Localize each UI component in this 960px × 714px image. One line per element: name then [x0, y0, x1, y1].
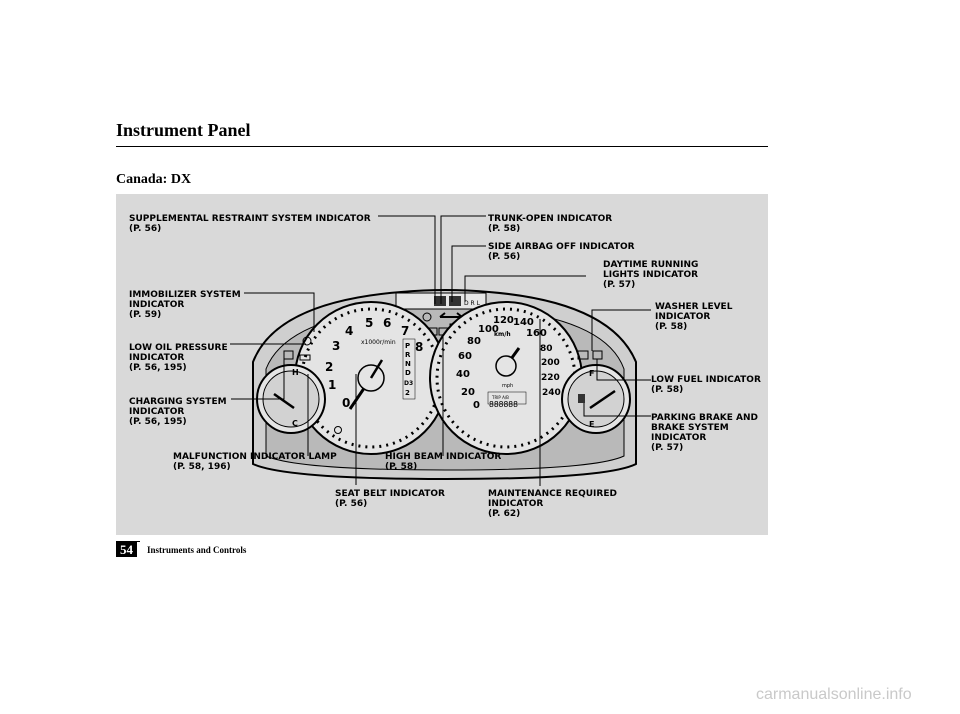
temp-cold-label: C	[292, 419, 298, 428]
label-parking-brake-indicator: PARKING BRAKE AND BRAKE SYSTEM INDICATOR…	[651, 413, 759, 453]
tach-unit: x1000r/min	[361, 339, 396, 346]
odometer-window	[487, 391, 527, 405]
leader-drl	[464, 275, 586, 302]
oil-pressure-icon	[299, 354, 311, 361]
kmh-220: 220	[541, 373, 560, 383]
page-number: 54	[116, 542, 137, 557]
label-daytime-running-lights-indicator: DAYTIME RUNNING LIGHTS INDICATOR (P. 57)	[603, 260, 699, 290]
leader-lines	[230, 215, 651, 486]
gear-indicator-strip	[402, 338, 416, 400]
tach-number-8: 8	[415, 340, 423, 354]
gear-d: D	[405, 369, 411, 377]
fuel-gauge-face	[567, 370, 625, 428]
leader-trunk-open	[440, 215, 486, 304]
kmh-200: 200	[541, 358, 560, 368]
odometer-digits: 888888	[489, 400, 518, 409]
watermark: carmanualsonline.info	[756, 686, 912, 703]
mil-engine-icon	[334, 426, 342, 434]
instrument-panel-figure: D R L 0 1 2 3 4 5 6 7 8 x1000r/min P R N…	[116, 194, 768, 535]
leader-immobilizer	[244, 292, 315, 332]
tach-number-1: 1	[328, 378, 336, 392]
leader-parking-brake	[583, 403, 651, 417]
label-charging-system-indicator: CHARGING SYSTEM INDICATOR (P. 56, 195)	[129, 397, 227, 427]
page-title: Instrument Panel	[116, 120, 251, 140]
kmh-80: 80	[540, 344, 553, 354]
mph-unit: mph	[502, 383, 513, 389]
page-number-rule	[116, 541, 140, 542]
turn-left-icon	[422, 312, 432, 322]
leader-side-airbag	[451, 245, 486, 302]
leader-charging	[231, 359, 285, 400]
srs-icon	[434, 296, 446, 306]
gear-2: 2	[405, 389, 410, 397]
washer-icon	[577, 350, 589, 360]
tach-number-0: 0	[342, 396, 350, 410]
trunk-open-icon	[449, 296, 461, 306]
mph-120: 120	[493, 315, 514, 326]
leader-washer	[591, 309, 651, 351]
tach-number-3: 3	[332, 339, 340, 353]
gear-p: P	[405, 342, 410, 350]
label-low-fuel-indicator: LOW FUEL INDICATOR (P. 58)	[651, 375, 761, 395]
tach-number-6: 6	[383, 316, 391, 330]
label-seat-belt-indicator: SEAT BELT INDICATOR (P. 56)	[335, 489, 445, 509]
mph-40: 40	[456, 369, 470, 380]
tach-number-7: 7	[401, 324, 409, 338]
footer-section-title: Instruments and Controls	[147, 545, 247, 555]
label-washer-level-indicator: WASHER LEVEL INDICATOR (P. 58)	[655, 302, 733, 332]
section-title: Canada: DX	[116, 172, 192, 187]
mph-60: 60	[458, 351, 472, 362]
label-high-beam-indicator: HIGH BEAM INDICATOR (P. 58)	[385, 452, 502, 472]
tach-number-5: 5	[365, 316, 373, 330]
title-rule	[116, 146, 768, 147]
tach-number-4: 4	[345, 324, 353, 338]
temp-needle	[273, 392, 295, 410]
leader-low-fuel	[596, 359, 651, 381]
label-immobilizer-indicator: IMMOBILIZER SYSTEM INDICATOR (P. 59)	[129, 290, 241, 320]
immobilizer-icon	[302, 336, 312, 346]
tach-number-2: 2	[325, 360, 333, 374]
fuel-needle	[589, 389, 616, 410]
temp-hot-label: H	[292, 368, 299, 377]
label-malfunction-indicator-lamp: MALFUNCTION INDICATOR LAMP (P. 58, 196)	[173, 452, 337, 472]
gear-r: R	[405, 351, 411, 359]
fuel-empty-label: E	[589, 420, 594, 429]
gear-n: N	[405, 360, 411, 368]
drl-tag: D R L	[464, 300, 481, 307]
trip-label: TRIP A/B	[491, 395, 509, 400]
tach-needle-tail	[369, 359, 384, 379]
kmh-240: 240	[542, 388, 561, 398]
label-low-oil-pressure-indicator: LOW OIL PRESSURE INDICATOR (P. 56, 195)	[129, 343, 228, 373]
mph-20: 20	[461, 387, 475, 398]
speedo-hub	[495, 355, 517, 377]
mph-100: 100	[478, 324, 499, 335]
label-trunk-open-indicator: TRUNK-OPEN INDICATOR (P. 58)	[488, 214, 613, 234]
leader-srs	[378, 215, 436, 304]
mph-140: 140	[513, 317, 534, 328]
mph-80: 80	[467, 336, 481, 347]
label-side-airbag-off-indicator: SIDE AIRBAG OFF INDICATOR (P. 56)	[488, 242, 635, 262]
label-srs-indicator: SUPPLEMENTAL RESTRAINT SYSTEM INDICATOR …	[129, 214, 371, 234]
mph-0: 0	[473, 400, 480, 411]
label-maintenance-required-indicator: MAINTENANCE REQUIRED INDICATOR (P. 62)	[488, 489, 617, 519]
gear-d3: D3	[404, 380, 413, 387]
charging-battery-icon	[283, 350, 294, 360]
fuel-full-label: F	[589, 369, 594, 378]
kmh-unit: km/h	[494, 331, 511, 338]
mph-160: 160	[526, 328, 547, 339]
instrument-cluster-drawing: D R L 0 1 2 3 4 5 6 7 8 x1000r/min P R N…	[230, 215, 651, 486]
fuel-pump-icon	[578, 394, 585, 403]
